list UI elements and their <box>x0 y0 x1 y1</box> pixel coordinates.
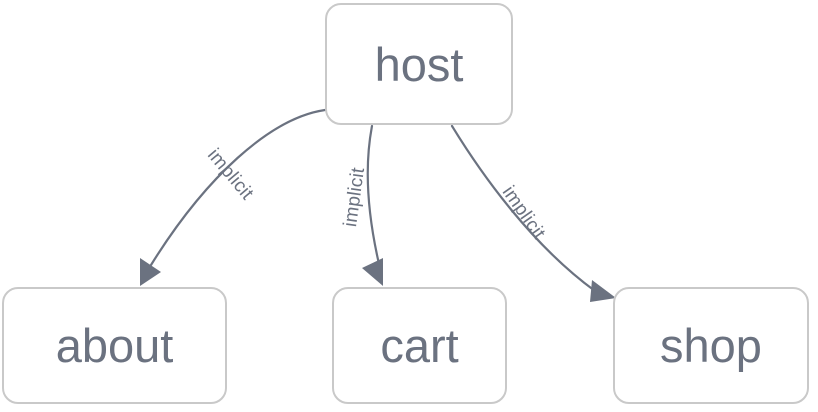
edge-host-about-label: implicit <box>203 145 258 205</box>
node-about-label: about <box>55 319 174 372</box>
node-host[interactable]: host <box>325 3 513 125</box>
edge-host-cart-path <box>366 124 381 266</box>
node-host-label: host <box>374 37 464 91</box>
edge-host-shop-label: implicit <box>498 182 550 243</box>
edge-host-cart[interactable]: implicit <box>340 124 383 286</box>
node-cart-label: cart <box>380 319 459 372</box>
edge-host-shop-arrowhead <box>590 280 616 302</box>
edge-host-about-path <box>149 108 327 267</box>
edge-host-cart-arrowhead <box>362 258 383 286</box>
node-shop-label: shop <box>660 319 762 372</box>
node-about[interactable]: about <box>2 287 227 404</box>
edge-host-cart-label: implicit <box>340 166 369 229</box>
edge-host-about[interactable]: implicit <box>140 108 327 286</box>
edge-host-shop-path <box>450 124 597 293</box>
node-shop[interactable]: shop <box>613 287 809 404</box>
node-cart[interactable]: cart <box>332 287 507 404</box>
edge-host-about-arrowhead <box>140 258 161 286</box>
edge-host-shop[interactable]: implicit <box>450 124 616 302</box>
